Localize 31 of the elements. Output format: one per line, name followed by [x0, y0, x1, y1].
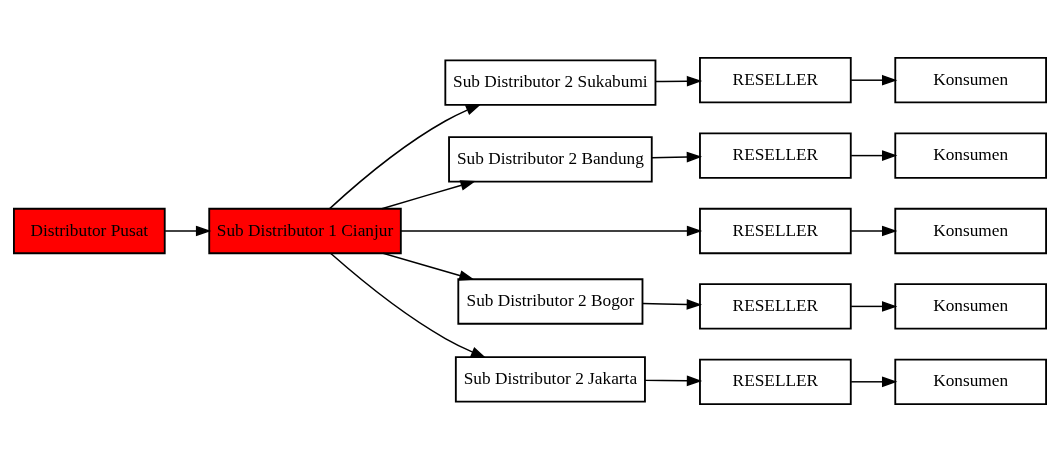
- arrow: [642, 299, 702, 310]
- arrow: [850, 376, 898, 388]
- arrow: [850, 225, 898, 237]
- arrow: [330, 252, 487, 358]
- node-box: RESELLER: [699, 283, 852, 330]
- node-box: RESELLER: [699, 57, 852, 104]
- arrow: [850, 301, 898, 312]
- node-box: Sub Distributor 2 Sukabumi: [444, 59, 657, 106]
- node-box: Konsumen: [894, 132, 1047, 179]
- arrow: [382, 252, 475, 281]
- arrow: [328, 104, 482, 210]
- node-box: RESELLER: [699, 358, 852, 405]
- node-box: Konsumen: [894, 358, 1047, 405]
- node-box: Sub Distributor 2 Bogor: [457, 278, 644, 325]
- node-box: RESELLER: [699, 132, 852, 179]
- arrow: [381, 180, 476, 210]
- node-box: RESELLER: [699, 207, 852, 255]
- node-box: Distributor Pusat: [13, 207, 166, 255]
- arrow: [651, 151, 703, 163]
- node-box: Konsumen: [894, 57, 1047, 104]
- arrow: [400, 225, 703, 237]
- node-box: Sub Distributor 2 Bandung: [448, 136, 653, 183]
- arrow: [164, 225, 212, 237]
- arrow: [654, 75, 703, 87]
- node-box: Sub Distributor 2 Jakarta: [454, 356, 646, 403]
- node-box: Sub Distributor 1 Cianjur: [208, 207, 402, 255]
- node-box: Konsumen: [894, 207, 1047, 255]
- arrow: [644, 375, 703, 387]
- arrow: [850, 150, 898, 161]
- arrow: [850, 74, 898, 86]
- node-box: Konsumen: [894, 283, 1047, 330]
